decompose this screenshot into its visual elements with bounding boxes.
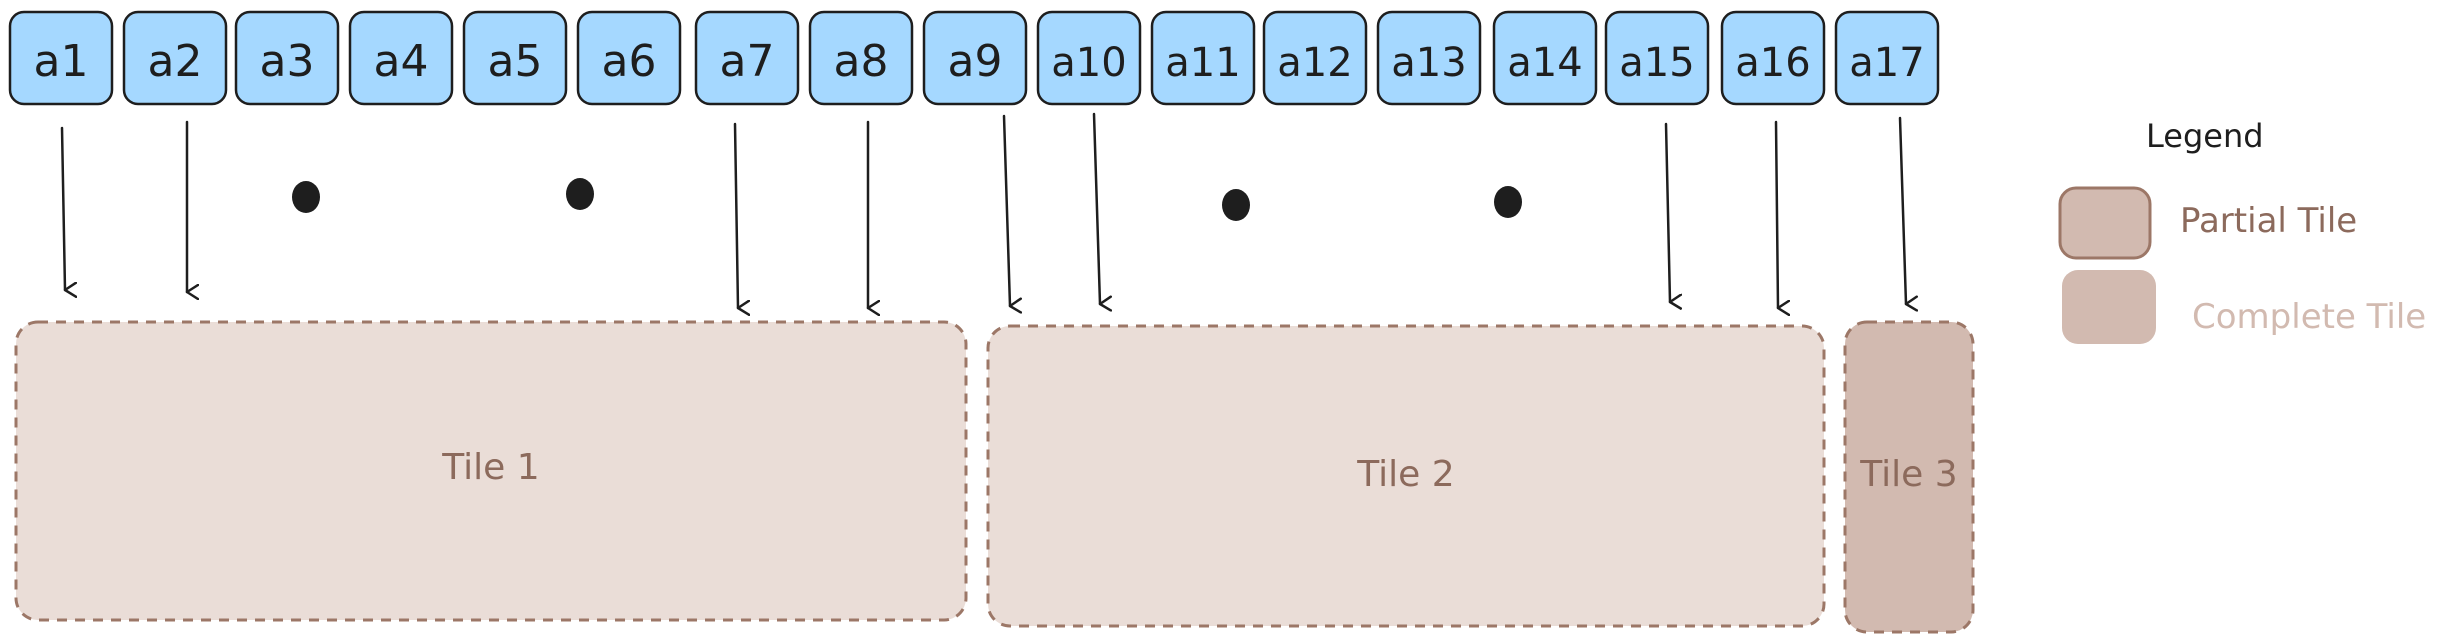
element-box <box>1604 10 1710 106</box>
element-label: a12 <box>1277 40 1352 86</box>
element-label: a9 <box>948 36 1003 87</box>
legend-partial-swatch <box>2058 186 2152 260</box>
element-label: a3 <box>260 36 315 87</box>
element-box <box>576 10 682 106</box>
ellipsis-dot-3 <box>1222 189 1250 221</box>
element-box <box>8 10 114 106</box>
element-a2: a2 <box>122 10 228 106</box>
element-box <box>1376 10 1482 106</box>
tile-2-label: Tile 2 <box>1356 454 1454 495</box>
element-box <box>1036 10 1142 106</box>
element-a11: a11 <box>1150 10 1256 106</box>
element-box <box>234 10 340 106</box>
legend-title: Legend <box>2146 117 2264 155</box>
element-a6: a6 <box>576 10 682 106</box>
element-box <box>348 10 454 106</box>
arrow-7 <box>1664 122 1670 302</box>
element-label: a5 <box>488 36 543 87</box>
arrow-5 <box>1002 114 1010 306</box>
element-a4: a4 <box>348 10 454 106</box>
element-label: a17 <box>1849 40 1924 86</box>
tile-1-box <box>14 320 968 622</box>
arrow-group <box>60 112 1906 308</box>
element-box <box>1834 10 1940 106</box>
element-box <box>1150 10 1256 106</box>
element-box <box>694 10 800 106</box>
legend-complete-swatch <box>2062 270 2156 344</box>
element-a12: a12 <box>1262 10 1368 106</box>
arrow-1 <box>60 126 65 290</box>
legend-partial-label: Partial Tile <box>2180 201 2357 241</box>
element-a8: a8 <box>808 10 914 106</box>
element-a14: a14 <box>1492 10 1598 106</box>
element-label: a7 <box>720 36 775 87</box>
element-label: a15 <box>1619 40 1694 86</box>
element-a3: a3 <box>234 10 340 106</box>
element-label: a10 <box>1051 40 1126 86</box>
ellipsis-dot-2 <box>566 178 594 210</box>
arrow-8 <box>1774 120 1778 308</box>
element-a5: a5 <box>462 10 568 106</box>
element-box <box>1492 10 1598 106</box>
element-box <box>462 10 568 106</box>
element-a16: a16 <box>1720 10 1826 106</box>
arrow-3 <box>733 122 738 308</box>
element-a15: a15 <box>1604 10 1710 106</box>
tile-2-box <box>986 324 1826 628</box>
element-a9: a9 <box>922 10 1028 106</box>
element-label: a11 <box>1165 40 1240 86</box>
element-box <box>922 10 1028 106</box>
element-label: a14 <box>1507 40 1582 86</box>
element-a17: a17 <box>1834 10 1940 106</box>
tile-3-label: Tile 3 <box>1859 454 1957 495</box>
element-label: a13 <box>1391 40 1466 86</box>
element-label: a2 <box>148 36 203 87</box>
legend-complete-label: Complete Tile <box>2192 297 2426 337</box>
element-a10: a10 <box>1036 10 1142 106</box>
ellipsis-dots <box>292 178 1522 221</box>
element-label: a4 <box>374 36 429 87</box>
element-label: a6 <box>602 36 657 87</box>
element-label: a8 <box>834 36 889 87</box>
element-box <box>808 10 914 106</box>
element-label: a16 <box>1735 40 1810 86</box>
element-box <box>122 10 228 106</box>
arrow-6 <box>1092 112 1100 304</box>
element-a1: a1 <box>8 10 114 106</box>
element-row: a1 a2 a3 a4 a5 a6 a7 a8 a9 a10 a11 a12 a13 a14 a15 a16 a… <box>8 10 1940 106</box>
tile-1-label: Tile 1 <box>441 447 539 488</box>
element-a7: a7 <box>694 10 800 106</box>
ellipsis-dot-4 <box>1494 186 1522 218</box>
element-box <box>1262 10 1368 106</box>
ellipsis-dot-1 <box>292 181 320 213</box>
arrow-9 <box>1898 116 1906 304</box>
element-box <box>1720 10 1826 106</box>
element-a13: a13 <box>1376 10 1482 106</box>
element-label: a1 <box>34 36 89 87</box>
tile-3-box <box>1843 320 1975 634</box>
